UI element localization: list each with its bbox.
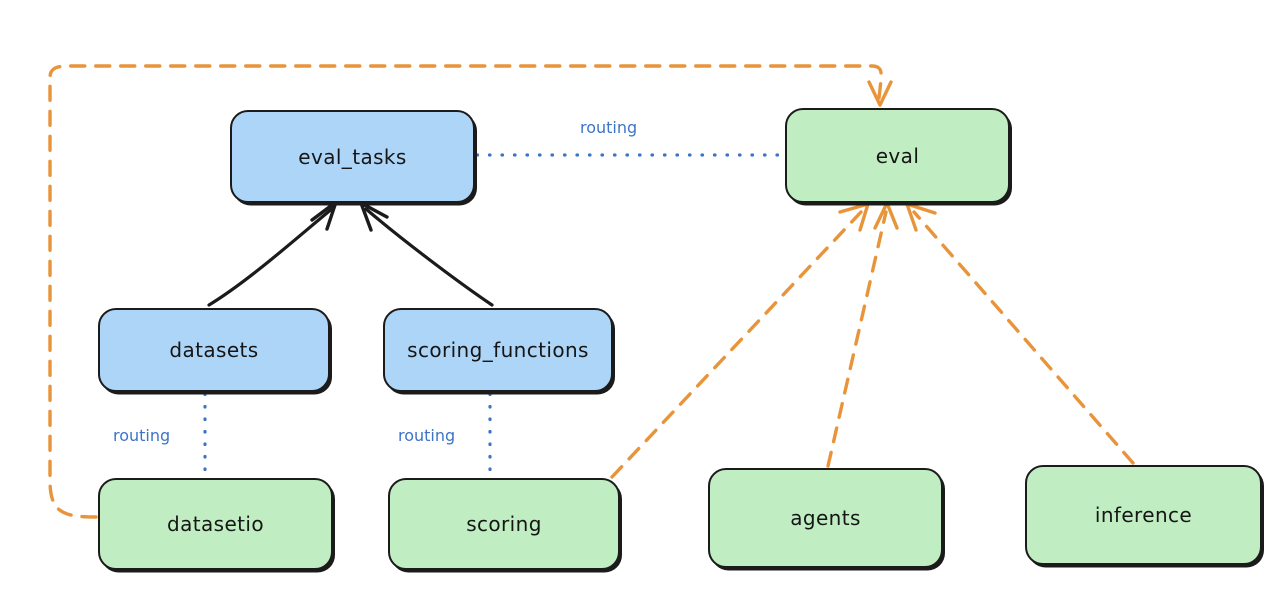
node-scoring[interactable]: scoring (388, 478, 620, 570)
edge-agents-to-eval (826, 201, 899, 468)
node-agents[interactable]: agents (708, 468, 943, 568)
edge-label-routing-eval-tasks-eval: routing (580, 118, 638, 137)
node-label: datasetio (166, 512, 264, 536)
edge-label-routing-datasets-datasetio: routing (113, 426, 171, 445)
edge-scoring_functions-to-eval_tasks (359, 201, 494, 307)
node-inference[interactable]: inference (1025, 465, 1262, 565)
edge-label-routing-scoring-functions-scoring: routing (398, 426, 456, 445)
edge-scoring-to-eval (610, 202, 870, 479)
node-eval-tasks[interactable]: eval_tasks (230, 110, 475, 203)
node-datasets[interactable]: datasets (98, 308, 330, 392)
node-scoring-functions[interactable]: scoring_functions (383, 308, 613, 392)
edge-datasetio-to-eval (48, 64, 893, 519)
edge-inference-to-eval (905, 202, 1135, 465)
node-label: agents (790, 506, 861, 530)
edge-datasets-to-eval_tasks (207, 200, 338, 307)
node-eval[interactable]: eval (785, 108, 1010, 203)
node-label: scoring (466, 512, 542, 536)
node-label: inference (1094, 503, 1193, 527)
node-label: scoring_functions (407, 338, 589, 362)
node-label: datasets (169, 338, 259, 362)
node-datasetio[interactable]: datasetio (98, 478, 333, 570)
node-label: eval (875, 143, 920, 168)
node-label: eval_tasks (298, 144, 407, 169)
